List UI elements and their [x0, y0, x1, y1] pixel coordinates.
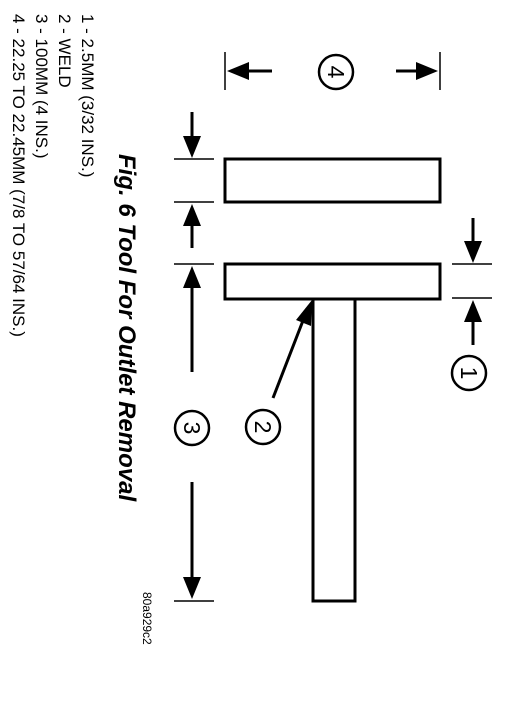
callout-label-4: 4 [323, 66, 349, 79]
tool-gauge-bar [223, 157, 442, 204]
tool-crossbar [223, 262, 442, 301]
arrowhead [183, 204, 201, 226]
callout-circle-3 [173, 409, 211, 447]
dimension-1 [452, 218, 492, 345]
legend: 1 - 2.5MM (3/32 INS.) 2 - WELD 3 - 100MM… [9, 14, 97, 337]
arrowhead [464, 241, 482, 263]
dimension-4 [224, 52, 441, 90]
arrowhead [183, 136, 201, 158]
legend-item-1: 1 - 2.5MM (3/32 INS.) [78, 14, 97, 177]
figure-title: Fig. 6 Tool For Outlet Removal [113, 154, 140, 502]
arrowhead [296, 300, 312, 326]
callout-circle-4 [317, 53, 355, 91]
callout-3: 3 [173, 409, 211, 447]
callout-1: 1 [450, 354, 488, 392]
callout-2: 2 [244, 408, 282, 446]
figure-code: 80a929c2 [140, 592, 154, 645]
callout-label-3: 3 [179, 422, 205, 435]
callout-4: 4 [317, 53, 355, 91]
legend-item-4: 4 - 22.25 TO 22.45MM (7/8 TO 57/64 INS.) [9, 14, 28, 337]
callout-label-1: 1 [456, 367, 482, 380]
arrowhead [183, 266, 201, 288]
callout-circle-2 [244, 408, 282, 446]
callout-label-2: 2 [250, 421, 276, 434]
callout-circle-1 [450, 354, 488, 392]
arrowhead [183, 577, 201, 599]
legend-item-3: 3 - 100MM (4 INS.) [32, 14, 51, 159]
tool-outline [223, 157, 442, 603]
legend-item-2: 2 - WELD [55, 14, 74, 88]
arrowhead [464, 300, 482, 322]
arrowhead [227, 62, 249, 80]
arrowhead [416, 62, 438, 80]
dimension-left [174, 112, 214, 602]
weld-leader [271, 300, 312, 399]
tool-stem [311, 296, 357, 603]
